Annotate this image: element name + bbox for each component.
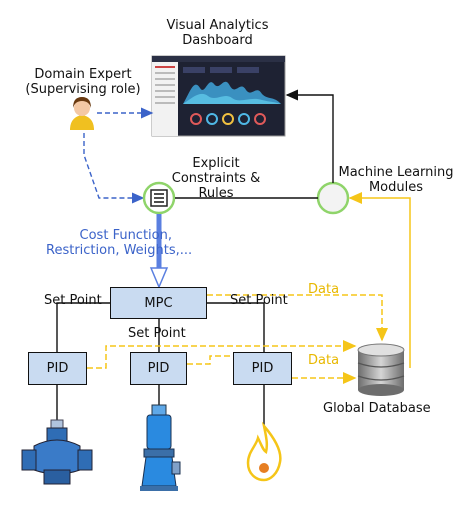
domain-expert-line2: (Supervising role) — [25, 82, 141, 97]
setpoint-left-label: Set Point — [44, 293, 102, 308]
expert-to-constraints-arrow — [83, 133, 145, 204]
ml-line1: Machine Learning — [338, 165, 454, 180]
valve-icon — [21, 419, 93, 485]
mpc-to-right-pid-line — [207, 302, 265, 352]
data-label-lower: Data — [308, 353, 340, 368]
database-to-ml-arrow — [348, 192, 411, 368]
cost-line2: Restriction, Weights,... — [46, 243, 193, 258]
global-database-label: Global Database — [323, 401, 431, 416]
mpc-box: MPC — [110, 287, 207, 319]
dashboard-title-line1: Visual Analytics — [166, 18, 269, 33]
ml-to-dashboard-arrow — [285, 89, 334, 183]
domain-expert-avatar-icon — [70, 97, 94, 130]
pid-left-label: PID — [46, 361, 69, 376]
domain-expert-line1: Domain Expert — [34, 67, 132, 82]
left-pid-data-arrow — [87, 340, 357, 369]
dashboard-title: Visual Analytics Dashboard — [145, 18, 290, 48]
constraints-line2: Constraints & — [171, 171, 261, 186]
constraints-line3: Rules — [198, 186, 234, 201]
constraints-line1: Explicit — [192, 156, 240, 171]
rules-list-icon — [150, 189, 168, 207]
setpoint-right-label: Set Point — [230, 293, 288, 308]
flame-burner-icon — [246, 421, 282, 482]
dashboard-title-line2: Dashboard — [182, 33, 253, 48]
constraints-to-mpc-arrowhead — [149, 267, 169, 289]
data-label-upper: Data — [308, 282, 340, 297]
setpoint-center-label: Set Point — [128, 326, 186, 341]
pid-box-center: PID — [130, 352, 187, 385]
center-pid-data-line — [187, 355, 230, 365]
domain-expert-label: Domain Expert (Supervising role) — [18, 67, 148, 97]
mpc-label: MPC — [144, 295, 173, 311]
mpc-data-arrow — [207, 294, 388, 342]
ml-modules-label: Machine Learning Modules — [336, 165, 456, 195]
ml-line2: Modules — [368, 180, 424, 195]
pid-box-left: PID — [28, 352, 87, 385]
submersible-pump-icon — [140, 404, 181, 491]
pid-center-label: PID — [147, 361, 170, 376]
cost-line1: Cost Function, — [79, 228, 172, 243]
global-database-icon — [357, 343, 405, 396]
mpc-to-left-pid-line — [56, 302, 110, 352]
pid-box-right: PID — [233, 352, 292, 385]
dashboard-screenshot — [151, 55, 286, 137]
constraints-label: Explicit Constraints & Rules — [166, 156, 266, 201]
cost-function-label: Cost Function, Restriction, Weights,... — [46, 228, 193, 258]
pid-right-label: PID — [251, 361, 274, 376]
